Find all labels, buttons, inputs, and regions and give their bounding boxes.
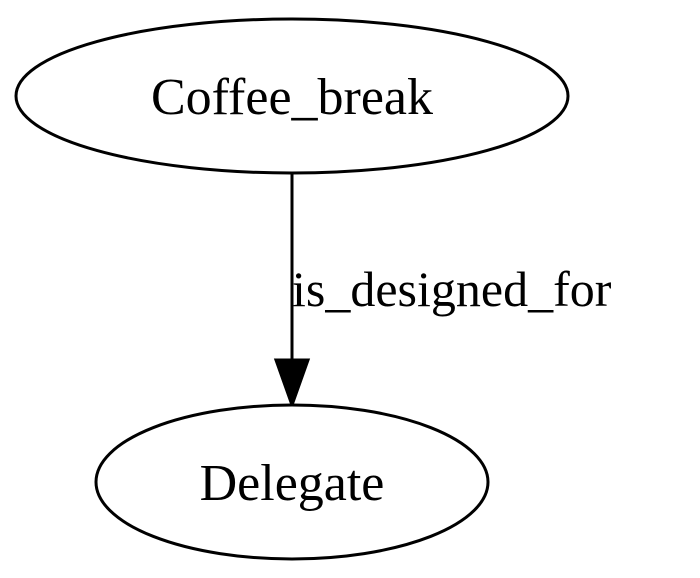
node-ellipse <box>94 403 490 561</box>
node-label: Delegate <box>200 455 385 512</box>
edge-label: is_designed_for <box>292 261 612 317</box>
node-label: Coffee_break <box>151 69 433 126</box>
arrowhead-icon <box>273 358 311 410</box>
graph-edge-is-designed-for: is_designed_for <box>273 173 612 410</box>
graph-node-delegate[interactable]: Delegate <box>94 403 490 561</box>
graph-node-coffee-break[interactable]: Coffee_break <box>14 17 570 175</box>
